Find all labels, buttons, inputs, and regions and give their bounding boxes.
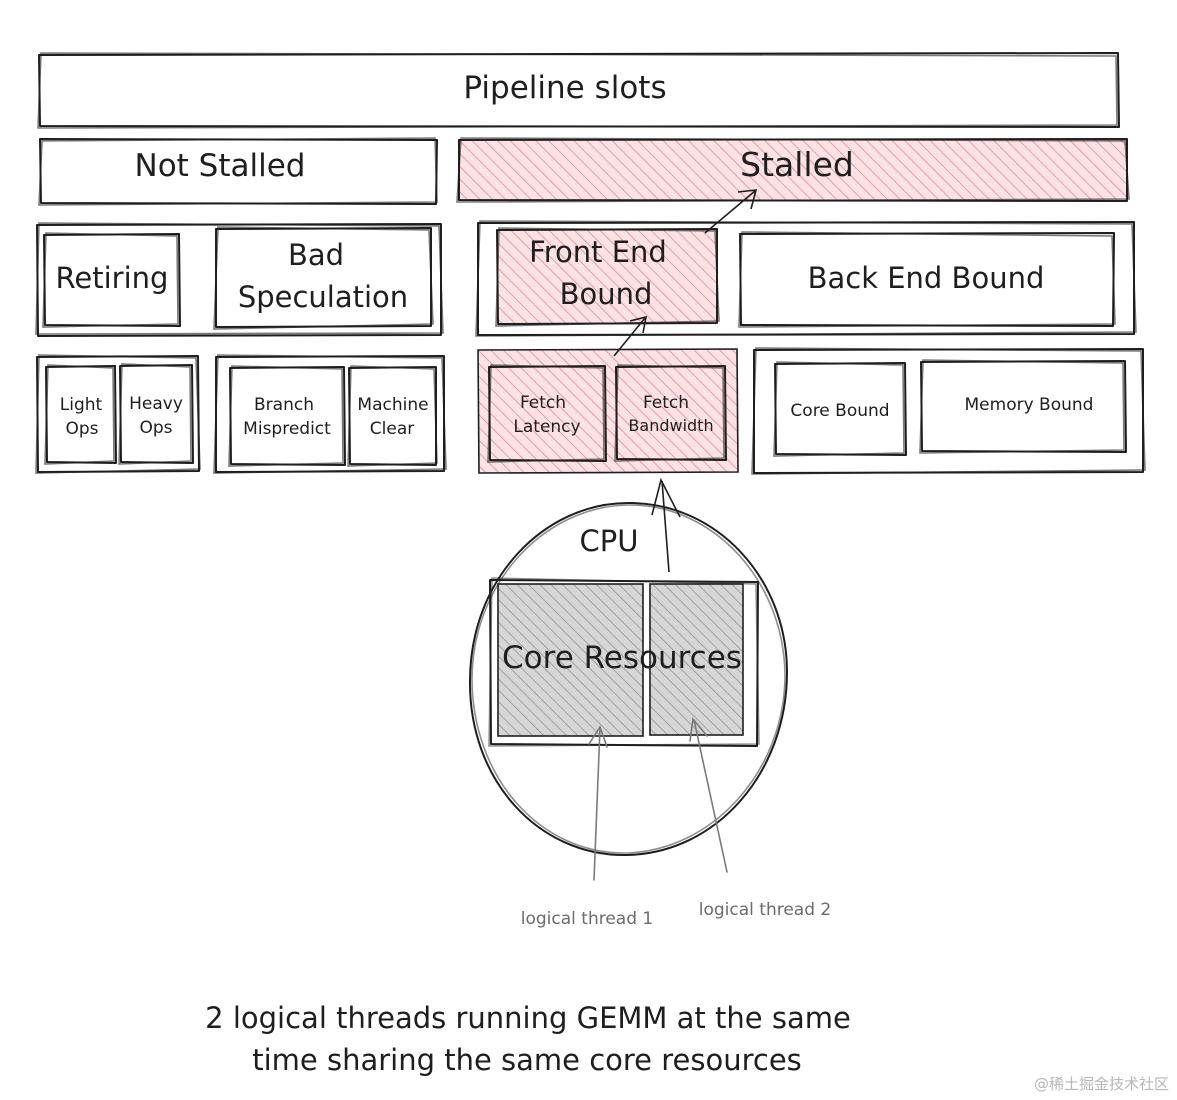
cpu-circle: CPU: [468, 501, 788, 857]
light-ops-label-line1: Light: [60, 395, 103, 415]
pipeline-slots-box: Pipeline slots: [37, 52, 1120, 129]
bad-speculation-label-line2: Speculation: [238, 280, 408, 314]
core-resources-box: Core Resources: [488, 577, 760, 747]
front-end-bound-box: Front End Bound: [495, 227, 720, 327]
machine-clear-label-line2: Clear: [370, 419, 414, 439]
arrow-thread-2: [689, 717, 728, 873]
not-stalled-label: Not Stalled: [135, 148, 306, 184]
stalled-label: Stalled: [740, 145, 854, 184]
caption-line-2: time sharing the same core resources: [252, 1043, 802, 1077]
pipeline-slots-label: Pipeline slots: [463, 70, 666, 106]
branch-mispredict-box: Branch Mispredict: [228, 365, 346, 467]
retiring-box: Retiring: [42, 232, 181, 328]
branch-mispredict-label-line2: Mispredict: [243, 419, 331, 439]
fetch-bandwidth-box: Fetch Bandwidth: [614, 364, 727, 462]
core-bound-label: Core Bound: [790, 401, 889, 421]
fetch-bandwidth-label-line1: Fetch: [643, 393, 689, 413]
watermark: @稀土掘金技术社区: [1033, 1075, 1169, 1093]
arrow-cpu-to-fetch: [651, 477, 681, 573]
light-ops-label-line2: Ops: [65, 419, 98, 439]
stalled-breakdown-container: [475, 220, 1137, 337]
machine-clear-box: Machine Clear: [347, 365, 438, 467]
caption-line-1: 2 logical threads running GEMM at the sa…: [205, 1001, 851, 1035]
bad-speculation-box: Bad Speculation: [213, 226, 434, 330]
arrow-fetch-to-frontend: [613, 315, 648, 357]
back-end-breakdown-container: [751, 347, 1146, 475]
core-resources-label: Core Resources: [502, 640, 742, 676]
core-resources-thread-1-region: [497, 583, 644, 737]
cpu-label: CPU: [580, 524, 639, 558]
logical-thread-2-label: logical thread 2: [699, 900, 831, 920]
light-ops-box: Light Ops: [44, 364, 117, 465]
back-end-bound-label: Back End Bound: [808, 261, 1045, 295]
bad-speculation-breakdown-container: [213, 354, 447, 474]
fetch-latency-label-line1: Fetch: [520, 393, 566, 413]
back-end-bound-box: Back End Bound: [738, 231, 1116, 328]
retiring-breakdown-container: [35, 354, 201, 474]
front-end-breakdown-container: [477, 348, 739, 474]
logical-thread-1-label: logical thread 1: [521, 909, 653, 929]
machine-clear-label-line1: Machine: [357, 395, 428, 415]
arrow-frontend-to-stalled: [704, 189, 758, 234]
bad-speculation-label-line1: Bad: [288, 238, 344, 272]
memory-bound-label: Memory Bound: [965, 395, 1094, 415]
branch-mispredict-label-line1: Branch: [254, 395, 314, 415]
front-end-bound-label-line1: Front End: [529, 235, 667, 269]
heavy-ops-label-line1: Heavy: [129, 394, 183, 414]
fetch-latency-box: Fetch Latency: [487, 364, 607, 463]
fetch-bandwidth-label-line2: Bandwidth: [628, 416, 713, 435]
stalled-box: Stalled: [456, 137, 1130, 203]
fetch-latency-label-line2: Latency: [513, 417, 580, 437]
arrow-thread-1: [588, 725, 608, 881]
retiring-label: Retiring: [56, 261, 169, 295]
core-bound-box: Core Bound: [773, 361, 907, 457]
not-stalled-breakdown-container: [35, 222, 444, 337]
front-end-bound-label-line2: Bound: [560, 277, 653, 311]
memory-bound-box: Memory Bound: [919, 359, 1127, 454]
not-stalled-box: Not Stalled: [38, 137, 438, 206]
heavy-ops-box: Heavy Ops: [118, 363, 194, 465]
heavy-ops-label-line2: Ops: [139, 418, 172, 438]
